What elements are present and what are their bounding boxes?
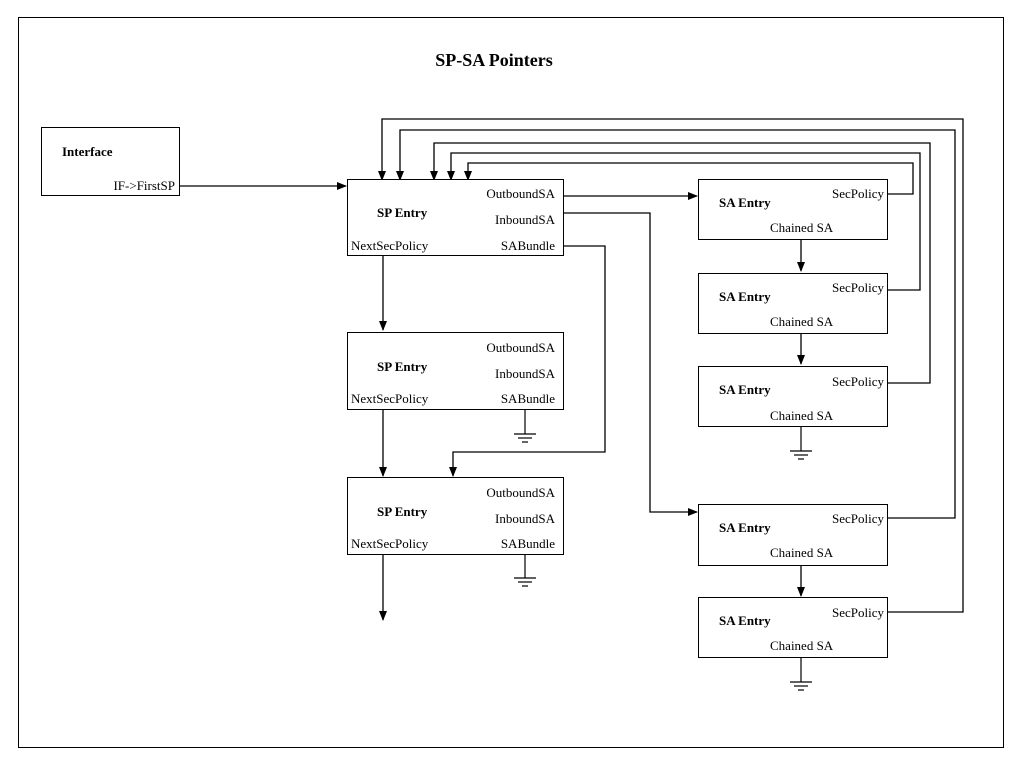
diagram-frame [18, 17, 1004, 748]
sec-policy-field: SecPolicy [832, 511, 884, 526]
next-sec-policy-field: NextSecPolicy [351, 536, 429, 551]
sp-entry-label: SP Entry [377, 359, 428, 374]
chained-sa-field: Chained SA [770, 220, 834, 235]
arrow-secpolicy-sa3 [430, 142, 931, 384]
next-sec-policy-field: NextSecPolicy [351, 391, 429, 406]
outbound-sa-field: OutboundSA [486, 186, 555, 201]
outbound-sa-field: OutboundSA [486, 485, 555, 500]
sec-policy-field: SecPolicy [832, 605, 884, 620]
sec-policy-field: SecPolicy [832, 280, 884, 295]
sp-entry-box: OutboundSA SP Entry InboundSA NextSecPol… [347, 179, 564, 256]
inbound-sa-field: InboundSA [495, 212, 555, 227]
sec-policy-field: SecPolicy [832, 186, 884, 201]
arrow-secpolicy-sa5 [378, 118, 964, 613]
sp-entry-label: SP Entry [377, 504, 428, 519]
chained-sa-field: Chained SA [770, 408, 834, 423]
interface-pointer-label: IF->FirstSP [113, 178, 175, 193]
sa-entry-box: SecPolicy SA Entry Chained SA [698, 597, 888, 658]
arrow-inbound-sa [563, 212, 698, 516]
diagram-title: SP-SA Pointers [435, 50, 553, 70]
sp-entry-box: OutboundSA SP Entry InboundSA NextSecPol… [347, 332, 564, 410]
ground-icon [790, 657, 812, 691]
sa-entry-box: SecPolicy SA Entry Chained SA [698, 504, 888, 566]
outbound-sa-field: OutboundSA [486, 340, 555, 355]
null-ground-symbols [514, 410, 812, 691]
sa-entry-box: SecPolicy SA Entry Chained SA [698, 273, 888, 334]
sec-policy-field: SecPolicy [832, 374, 884, 389]
inbound-sa-field: InboundSA [495, 511, 555, 526]
next-sec-policy-field: NextSecPolicy [351, 238, 429, 253]
chained-sa-field: Chained SA [770, 638, 834, 653]
ground-icon [514, 555, 536, 587]
sa-bundle-field: SABundle [500, 238, 555, 253]
sa-entry-label: SA Entry [719, 195, 771, 210]
sa-entry-label: SA Entry [719, 382, 771, 397]
ground-icon [790, 426, 812, 460]
arrow-secpolicy-sa1 [464, 162, 914, 195]
ground-icon [514, 410, 536, 443]
sa-bundle-field: SABundle [500, 536, 555, 551]
arrow-sabundle [449, 245, 606, 477]
arrow-secpolicy-sa2 [447, 152, 921, 291]
sa-entry-label: SA Entry [719, 613, 771, 628]
sp-entry-label: SP Entry [377, 205, 428, 220]
chained-sa-field: Chained SA [770, 545, 834, 560]
arrow-secpolicy-sa4 [396, 129, 956, 519]
sa-entry-box: SecPolicy SA Entry Chained SA [698, 179, 888, 240]
sa-entry-label: SA Entry [719, 520, 771, 535]
sa-entry-label: SA Entry [719, 289, 771, 304]
interface-label: Interface [62, 144, 113, 159]
interface-box: Interface IF->FirstSP [41, 127, 180, 196]
sa-entry-box: SecPolicy SA Entry Chained SA [698, 366, 888, 427]
chained-sa-field: Chained SA [770, 314, 834, 329]
sp-entry-box: OutboundSA SP Entry InboundSA NextSecPol… [347, 477, 564, 555]
inbound-sa-field: InboundSA [495, 366, 555, 381]
sa-bundle-field: SABundle [500, 391, 555, 406]
